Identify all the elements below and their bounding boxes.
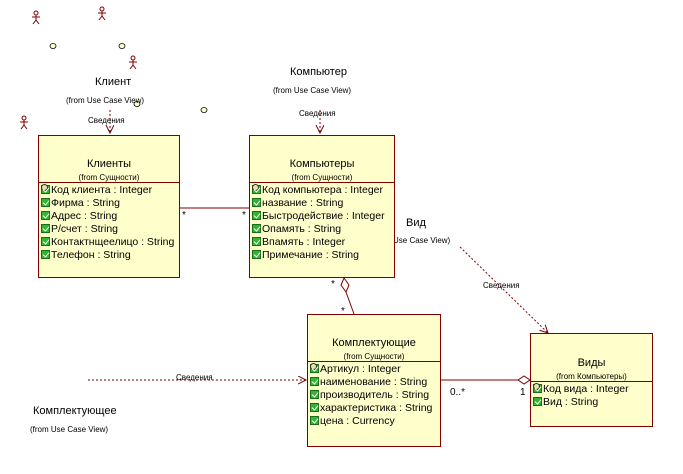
- attribute-icon: [41, 211, 50, 220]
- actor-type-from: Use Case View): [393, 236, 451, 245]
- class-components-attrs: Артикул : Integer наименование : String …: [308, 362, 440, 428]
- attribute[interactable]: Вид : String: [533, 396, 652, 409]
- attribute[interactable]: Впамять : Integer: [252, 236, 394, 249]
- class-types-stereo: (from Компьютеры): [556, 372, 627, 381]
- actor-icon[interactable]: [129, 55, 137, 70]
- mult-clients: *: [182, 210, 186, 221]
- attribute[interactable]: Быстродействие : Integer: [252, 210, 394, 223]
- class-components[interactable]: Комплектующие (from Сущности) Артикул : …: [307, 314, 441, 447]
- class-components-header: Комплектующие (from Сущности): [308, 315, 440, 362]
- mult-components-top: *: [341, 306, 345, 317]
- attribute[interactable]: Код компьютера : Integer: [252, 184, 394, 197]
- aggregation-components-types[interactable]: [441, 375, 531, 385]
- class-computers-attrs: Код компьютера : Integer название : Stri…: [250, 183, 394, 262]
- class-clients-stereo: (from Сущности): [78, 173, 140, 182]
- attribute-icon: [41, 198, 50, 207]
- class-clients-attrs: Код клиента : Integer Фирма : String Адр…: [39, 183, 179, 262]
- aggregation-computers-components[interactable]: [340, 276, 355, 315]
- class-types[interactable]: Виды (from Компьютеры) Код вида : Intege…: [530, 333, 653, 427]
- dep-label-component: Сведения: [176, 373, 213, 382]
- class-computers-name: Компьютеры: [289, 158, 355, 170]
- actor-component-name: Комплектующее: [33, 405, 117, 417]
- class-clients-name: Клиенты: [86, 158, 132, 170]
- use-case-icon[interactable]: [200, 107, 208, 113]
- class-clients-header: Клиенты (from Сущности): [39, 136, 179, 183]
- mult-types-left: 1: [520, 387, 526, 398]
- attribute-icon: [41, 250, 50, 259]
- actor-client-name: Клиент: [95, 76, 132, 88]
- dep-label-type: Сведения: [483, 281, 520, 290]
- attribute[interactable]: Опамять : String: [252, 223, 394, 236]
- attribute[interactable]: Код вида : Integer: [533, 383, 652, 396]
- key-icon: [41, 184, 50, 194]
- attribute[interactable]: Артикул : Integer: [310, 363, 440, 376]
- attribute-icon: [310, 377, 319, 386]
- actor-type-name: Вид: [406, 217, 426, 229]
- class-types-header: Виды (from Компьютеры): [531, 334, 652, 382]
- attribute[interactable]: производитель : String: [310, 389, 440, 402]
- attribute-icon: [252, 211, 261, 220]
- attribute[interactable]: Примечание : String: [252, 249, 394, 262]
- use-case-icon[interactable]: [49, 43, 57, 49]
- attribute[interactable]: название : String: [252, 197, 394, 210]
- mult-components-right: 0..*: [450, 387, 466, 398]
- class-clients[interactable]: Клиенты (from Сущности) Код клиента : In…: [38, 135, 180, 278]
- attribute[interactable]: наименование : String: [310, 376, 440, 389]
- attribute[interactable]: характеристика : String: [310, 402, 440, 415]
- mult-computers-left: *: [242, 210, 246, 221]
- dep-label-computer: Сведения: [299, 109, 336, 118]
- class-computers[interactable]: Компьютеры (from Сущности) Код компьютер…: [249, 135, 395, 278]
- attribute-icon: [41, 237, 50, 246]
- attribute[interactable]: Контактнщеелицо : String: [41, 236, 179, 249]
- attribute[interactable]: Р/счет : String: [41, 223, 179, 236]
- attribute[interactable]: Адрес : String: [41, 210, 179, 223]
- class-computers-stereo: (from Сущности): [291, 173, 353, 182]
- class-types-name: Виды: [577, 357, 606, 369]
- attribute-icon: [252, 237, 261, 246]
- actor-component-from: (from Use Case View): [30, 425, 109, 434]
- key-icon: [310, 363, 319, 373]
- actor-computer-name: Компьютер: [290, 66, 347, 78]
- class-computers-header: Компьютеры (from Сущности): [250, 136, 394, 183]
- actor-client-from: (from Use Case View): [66, 96, 145, 105]
- key-icon: [252, 184, 261, 194]
- dependency-type[interactable]: [459, 246, 548, 333]
- attribute[interactable]: Фирма : String: [41, 197, 179, 210]
- attribute[interactable]: Телефон : String: [41, 249, 179, 262]
- actor-computer-from: (from Use Case View): [273, 86, 352, 95]
- attribute-icon: [310, 416, 319, 425]
- attribute-icon: [310, 403, 319, 412]
- attribute-icon: [310, 390, 319, 399]
- class-components-name: Комплектующие: [332, 337, 416, 349]
- attribute-icon: [252, 224, 261, 233]
- mult-computers-bottom: *: [331, 279, 335, 290]
- attribute-icon: [41, 224, 50, 233]
- attribute-icon: [533, 397, 542, 406]
- dep-label-client: Сведения: [88, 116, 125, 125]
- class-components-stereo: (from Сущности): [343, 352, 405, 361]
- attribute[interactable]: Код клиента : Integer: [41, 184, 179, 197]
- actor-icon[interactable]: [98, 6, 106, 21]
- attribute[interactable]: цена : Currency: [310, 415, 440, 428]
- actor-icon[interactable]: [32, 10, 40, 25]
- use-case-icon[interactable]: [133, 101, 141, 107]
- actor-icon[interactable]: [20, 115, 28, 130]
- attribute-icon: [252, 250, 261, 259]
- key-icon: [533, 383, 542, 393]
- attribute-icon: [252, 198, 261, 207]
- use-case-icon[interactable]: [118, 43, 126, 49]
- class-types-attrs: Код вида : Integer Вид : String: [531, 382, 652, 409]
